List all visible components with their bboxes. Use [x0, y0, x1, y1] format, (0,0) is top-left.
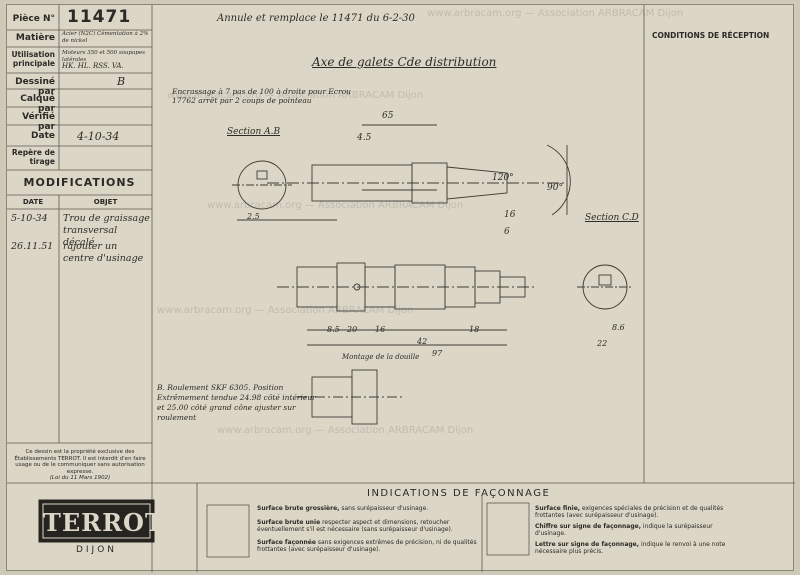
label-checked-by: Vérifié par: [22, 112, 55, 132]
legend-item: Lettre sur signe de façonnage, indique l…: [535, 541, 726, 555]
label-draw-mark: Repère de tirage: [11, 148, 55, 166]
watermark-text: www.arbracam.org — Association ARBRACAM …: [167, 90, 424, 101]
dimension-label: 22: [597, 339, 608, 348]
legend-item: Surface brute unie respecter aspect et d…: [257, 519, 453, 533]
legend-item: Surface façonnée sans exigences extrêmes…: [257, 539, 477, 553]
property-notice: Ce dessin est la propriété exclusive des…: [14, 449, 146, 475]
logo-city: DIJON: [75, 545, 118, 555]
dimension-label: 2.5: [247, 212, 260, 221]
dimension-label: 65: [382, 111, 394, 121]
dimension-label: 42: [417, 337, 428, 346]
terrot-logo: [38, 499, 155, 543]
notice-law: (Loi du 11 Mars 1902): [49, 475, 111, 481]
dimension-label: 90°: [547, 183, 563, 193]
watermark-text: www.arbracam.org — Association ARBRACAM …: [207, 200, 464, 211]
dimension-label: 6: [504, 227, 510, 237]
dimension-label: 16: [504, 210, 516, 220]
label-traced-by: Calqué par: [20, 94, 55, 114]
modifications-date-header: DATE: [22, 198, 44, 206]
modification-object: rajouter un centre d'usinage: [63, 241, 144, 264]
drawing-linework: [7, 5, 795, 572]
label-material: Matière: [15, 33, 55, 43]
replacement-note: Annule et remplace le 11471 du 6-2-30: [217, 13, 415, 24]
usage-models: HK. HL. RSS. VA.: [62, 62, 124, 70]
dimension-label: 18: [469, 325, 480, 334]
modification-date: 26.11.51: [11, 241, 54, 252]
label-date: Date: [31, 131, 55, 141]
mounting-label: Montage de la douille: [342, 353, 420, 361]
dimension-label: 8.5: [327, 325, 340, 334]
dimension-label: 97: [432, 349, 443, 358]
watermark-text: www.arbracam.org — Association ARBRACAM …: [217, 425, 474, 436]
modification-object: Trou de graissage transversal décalé: [63, 213, 150, 248]
modifications-object-header: OBJET: [93, 198, 118, 206]
label-drawn-by: Dessiné par: [15, 77, 55, 97]
section-cd-label: Section C.D: [585, 213, 639, 223]
dimension-label: 120°: [492, 173, 514, 183]
drawn-by-value: B: [117, 75, 126, 88]
dimension-label: 8.6: [612, 323, 625, 332]
legend-item: Surface brute grossière, sans surépaisse…: [257, 505, 429, 512]
label-usage: Utilisation principale: [11, 50, 55, 68]
legend-item: Chiffre sur signe de façonnage, indique …: [535, 523, 713, 537]
reception-conditions-title: CONDITIONS DE RÉCEPTION: [652, 31, 770, 40]
section-ab-label: Section A.B: [227, 127, 281, 137]
modification-date: 5-10-34: [11, 213, 48, 224]
drawing-title: Axe de galets Cde distribution: [312, 55, 497, 69]
modifications-title: MODIFICATIONS: [23, 176, 136, 189]
bearing-note: B. Roulement SKF 6305. Position Extrêmem…: [157, 383, 316, 422]
dimension-label: 16: [375, 325, 386, 334]
piece-number: 11471: [67, 7, 132, 27]
date-value: 4-10-34: [77, 130, 120, 143]
label-piece-no: Pièce N°: [12, 14, 55, 24]
material-value: Acier (N2C) Cémentation à 2% de nickel: [62, 31, 149, 44]
watermark-text: www.arbracam.org — Association ARBRACAM …: [427, 8, 684, 19]
logo-text: TERROT: [43, 508, 164, 537]
dimension-label: 20: [347, 325, 358, 334]
dimension-label: 4.5: [357, 133, 372, 143]
drawing-sheet: www.arbracam.org — Association ARBRACAM …: [6, 4, 795, 572]
watermark-text: www.arbracam.org — Association ARBRACAM …: [157, 305, 414, 316]
usage-value: Moteurs 350 et 500 soupapes latérales: [62, 50, 145, 63]
legend-title: INDICATIONS DE FAÇONNAGE: [367, 488, 551, 499]
knurling-note: Encrassage à 7 pas de 100 à droite pour …: [172, 87, 351, 105]
legend-item: Surface finie, exigences spéciales de pr…: [535, 505, 724, 519]
